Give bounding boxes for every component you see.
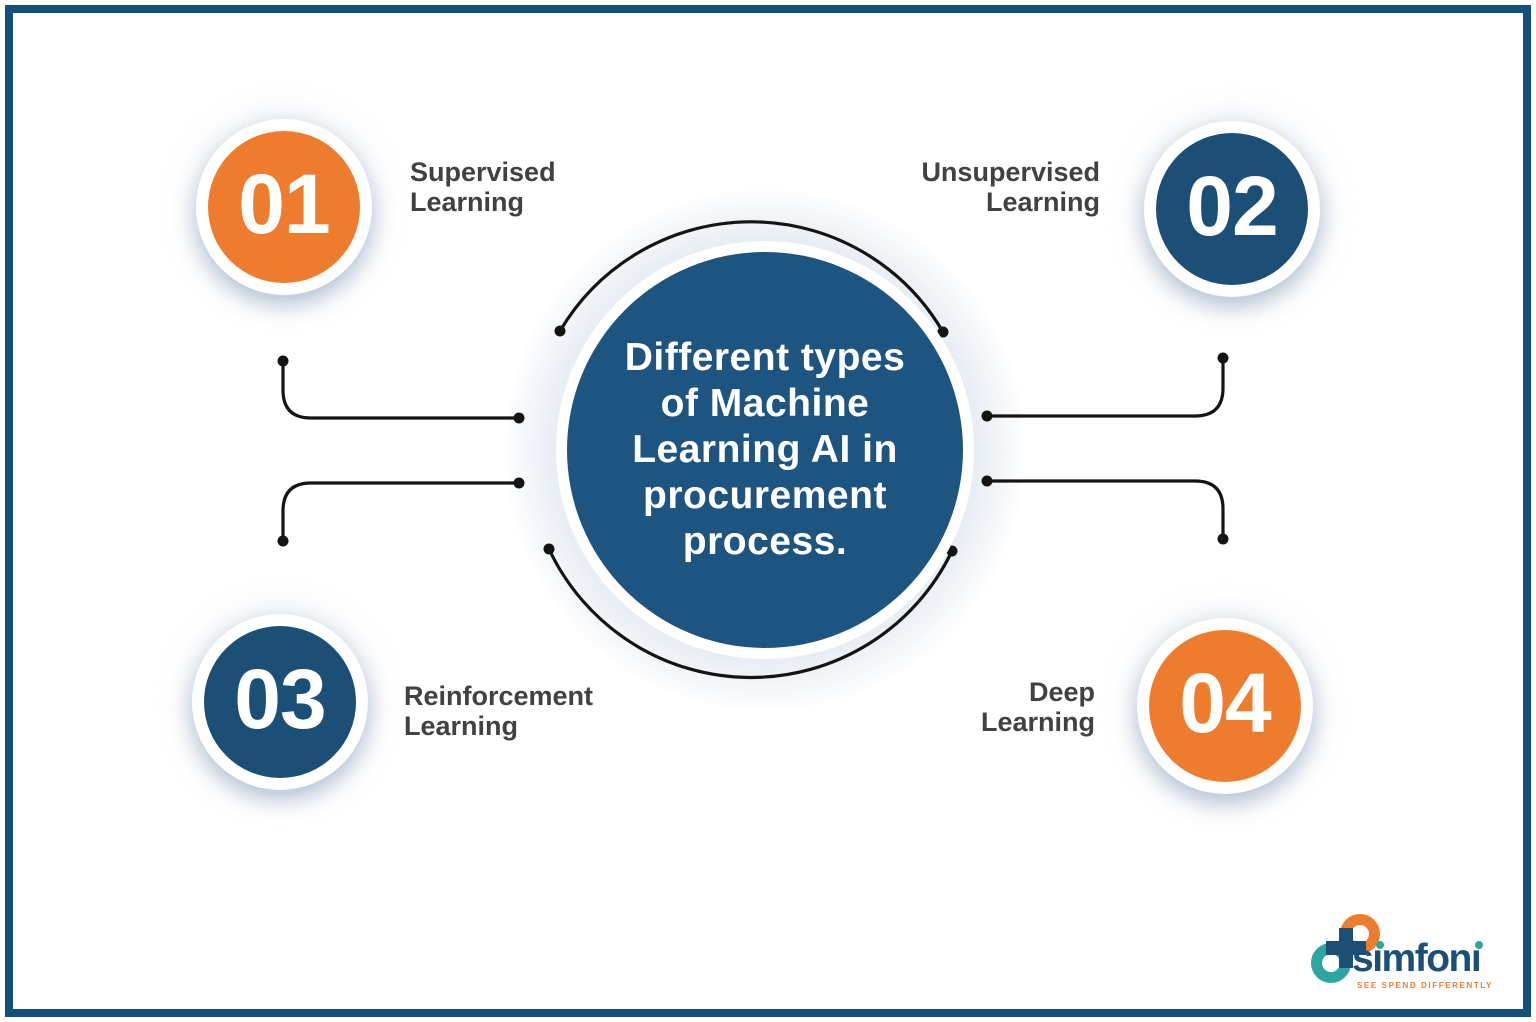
simfoni-wordmark: sımfonı xyxy=(1352,937,1482,980)
simfoni-logo: sımfonı SEE SPEND DIFFERENTLY xyxy=(1305,905,1515,1005)
number-circle-01: 01 xyxy=(196,119,372,295)
number-circle-03: 03 xyxy=(192,614,368,790)
connector-dot xyxy=(1217,533,1229,545)
i-dot-icon xyxy=(1475,941,1483,949)
connector-right-bottom xyxy=(985,479,1225,541)
label-line: Learning xyxy=(410,187,525,217)
number-01-label: 01 xyxy=(238,157,330,251)
number-04-label: 04 xyxy=(1179,656,1271,750)
label-line: Unsupervised xyxy=(921,157,1100,187)
number-03-label: 03 xyxy=(234,652,326,746)
label-line: Supervised xyxy=(410,157,556,187)
center-title-circle: Different types of Machine Learning AI i… xyxy=(567,252,963,648)
connector-dot xyxy=(277,535,289,547)
title-line: of Machine xyxy=(660,382,870,425)
simfoni-tagline: SEE SPEND DIFFERENTLY xyxy=(1357,981,1493,990)
title-line: Learning AI in xyxy=(632,428,898,471)
label-line: Reinforcement xyxy=(404,681,594,711)
label-line: Deep xyxy=(1028,677,1095,707)
connector-dot xyxy=(1217,352,1229,364)
connector-left-top xyxy=(281,359,521,420)
number-02-label: 02 xyxy=(1186,159,1278,253)
number-circle-03-fill: 03 xyxy=(204,626,356,778)
number-circle-04-fill: 04 xyxy=(1149,630,1301,782)
label-line: Learning xyxy=(404,711,519,741)
number-circle-04: 04 xyxy=(1137,618,1313,794)
connector-left-bottom xyxy=(281,481,521,543)
label-line: Learning xyxy=(980,707,1095,737)
connector-dot xyxy=(277,355,289,367)
i-dot-icon xyxy=(1376,941,1384,949)
number-circle-02-fill: 02 xyxy=(1156,133,1308,285)
simfoni-infinity-icon xyxy=(1311,914,1380,983)
title-line: Different types xyxy=(624,336,906,379)
title-line: procurement xyxy=(643,474,887,517)
number-circle-01-fill: 01 xyxy=(208,131,360,283)
label-deep-learning: Deep Learning xyxy=(981,677,1095,737)
label-reinforcement-learning: Reinforcement Learning xyxy=(404,681,593,741)
number-circle-02: 02 xyxy=(1144,121,1320,297)
title-line: process. xyxy=(682,520,848,563)
label-line: Learning xyxy=(985,187,1100,217)
label-unsupervised-learning: Unsupervised Learning xyxy=(921,157,1100,217)
label-supervised-learning: Supervised Learning xyxy=(410,157,556,217)
connector-right-top xyxy=(985,356,1225,418)
